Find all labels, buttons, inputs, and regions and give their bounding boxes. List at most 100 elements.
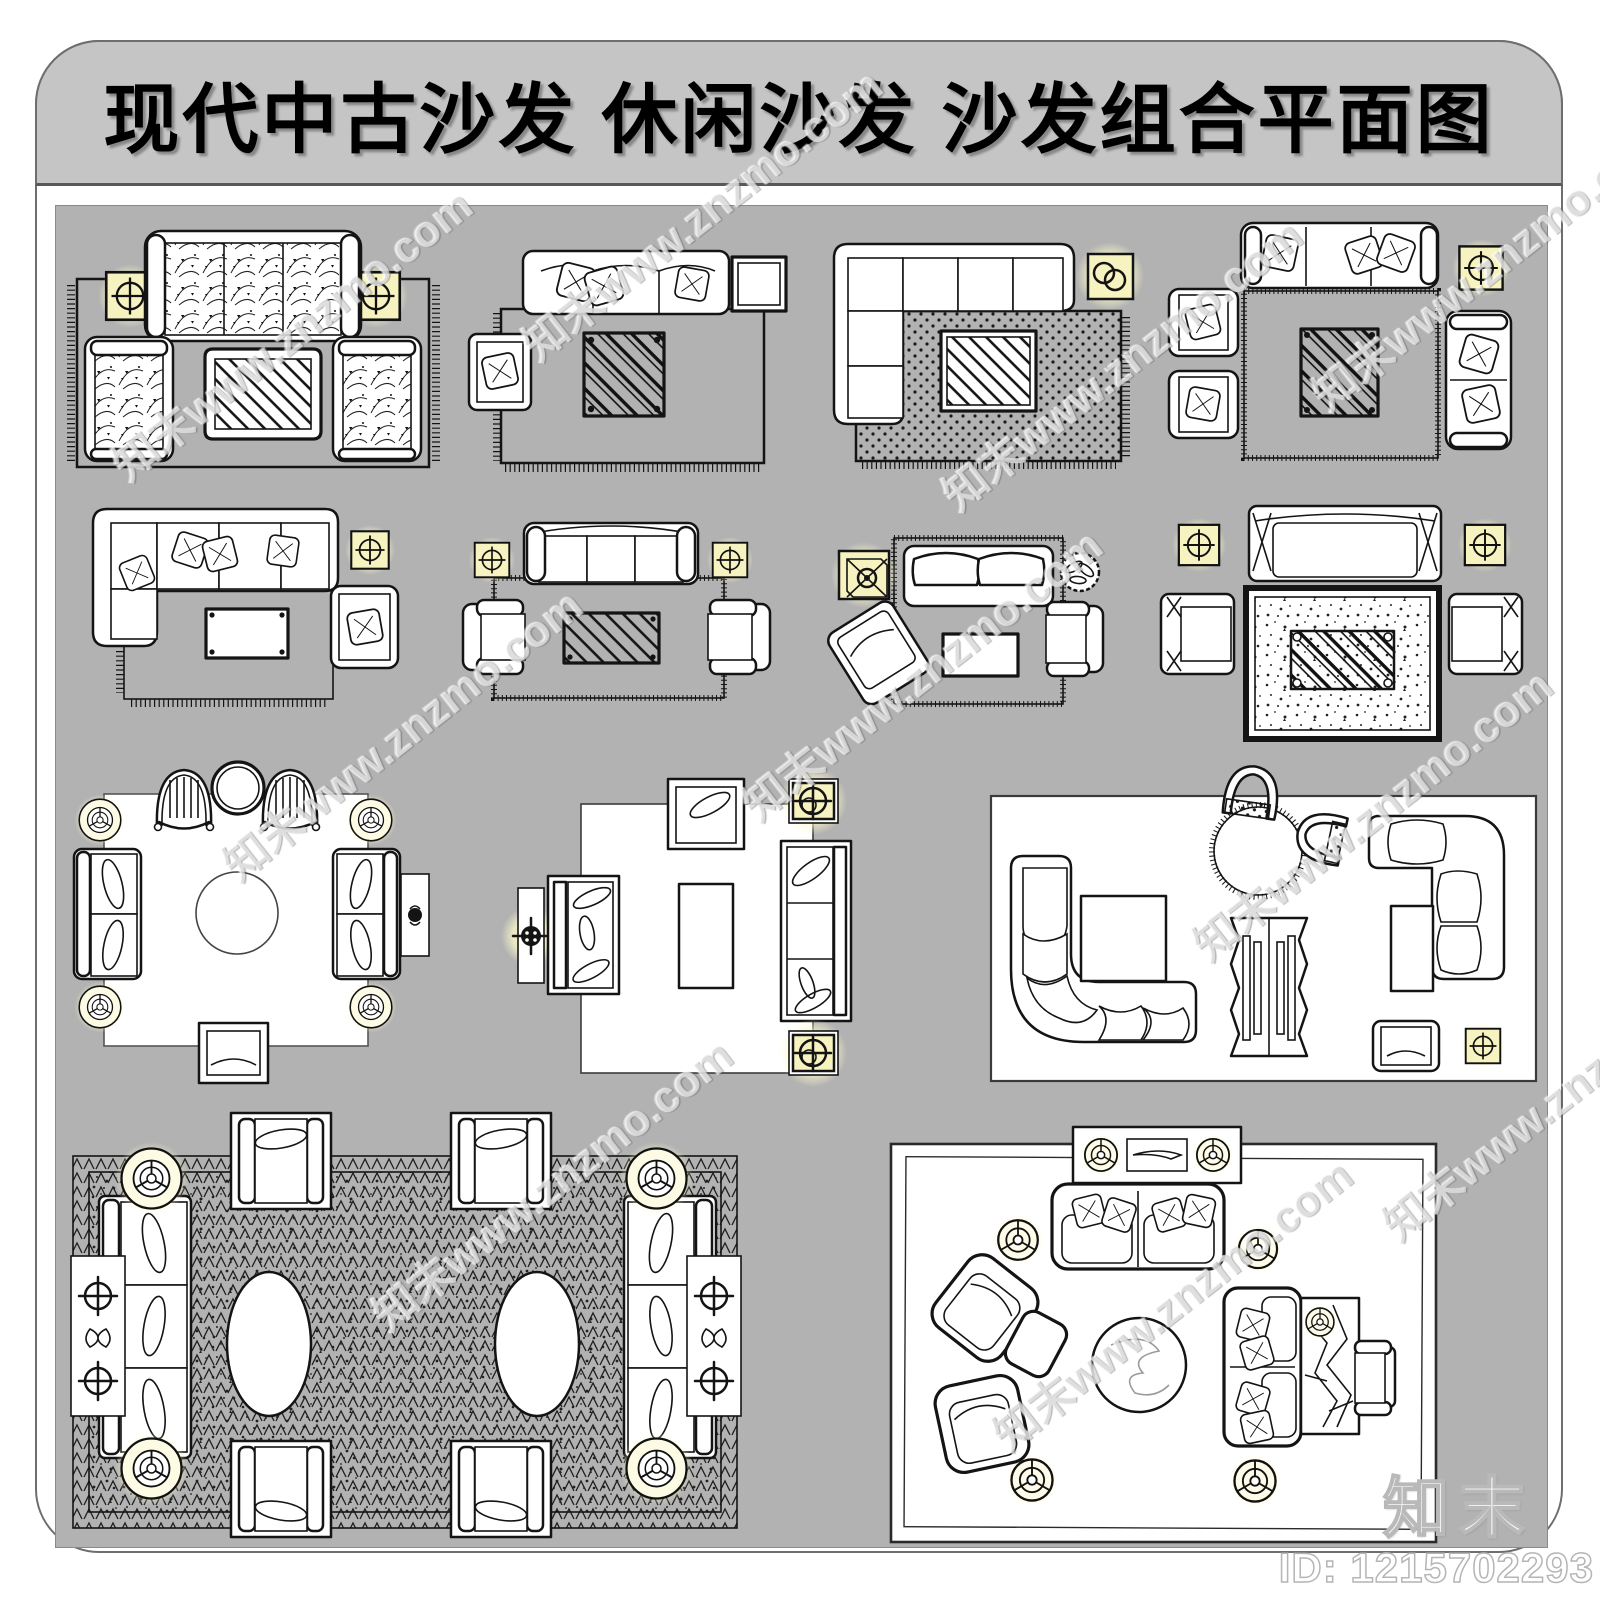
square-table [1079, 894, 1168, 983]
tv-console [1071, 1125, 1243, 1185]
armchair [1371, 1019, 1441, 1073]
plan-2-plaid-rug-set [453, 229, 813, 474]
plan-9-windsor-salon [71, 749, 461, 1094]
rug [1241, 288, 1441, 461]
corner-lamp [619, 1141, 694, 1216]
corner-lamp [345, 794, 397, 846]
lamp-table [344, 524, 396, 576]
armchair [1167, 369, 1240, 440]
coffee-table [677, 882, 735, 990]
windsor-chair [153, 768, 215, 832]
lamp-table [706, 536, 754, 584]
sofa [1247, 504, 1443, 583]
round-lamp [1227, 1453, 1283, 1509]
coffee-table [939, 329, 1038, 413]
console [400, 873, 430, 957]
plan-8-speckled-bordered-rug [1143, 499, 1558, 761]
title-bar: 现代中古沙发 休闲沙发 沙发组合平面图 [35, 40, 1563, 186]
lamp-table [1076, 242, 1144, 310]
coffee-table [582, 331, 666, 418]
round-table [210, 760, 266, 816]
armchair [83, 335, 175, 463]
loveseat [546, 874, 621, 996]
armchair [329, 584, 400, 670]
sofa [1239, 221, 1440, 290]
drawing-panel [55, 205, 1548, 1548]
coffee-table [562, 611, 661, 665]
slat-bench [1229, 916, 1309, 1058]
plan-13-media-lounge [881, 1119, 1456, 1549]
lamp-table [1451, 238, 1511, 298]
crackle-rug [1299, 1296, 1361, 1436]
loveseat [902, 544, 1055, 608]
corner-lamp [74, 794, 126, 846]
basket-chair [1221, 765, 1279, 821]
windsor-chair [259, 768, 321, 832]
side-table [1389, 904, 1435, 993]
loveseat [1444, 309, 1513, 451]
armchair [666, 777, 746, 851]
armchair [331, 335, 423, 463]
plan-1-floral-sofa-set [61, 223, 446, 473]
plan-11-curved-sectional-lounge [959, 756, 1544, 1086]
armchair [467, 332, 533, 412]
swivel-armchair [933, 1373, 1031, 1475]
l-sofa [1367, 814, 1506, 981]
sofa [72, 847, 143, 981]
lamp-table [831, 542, 897, 608]
asset-id-label: ID: 1215702293 [1278, 1543, 1594, 1592]
sofa [143, 229, 363, 343]
oval-table [225, 1270, 313, 1418]
accent-chair [229, 1111, 333, 1211]
plan-10-leaf-cushion-group [489, 753, 854, 1088]
coffee-table [1289, 629, 1396, 691]
poster-title: 现代中古沙发 休闲沙发 沙发组合平面图 [103, 77, 1495, 163]
lamp-table [1457, 517, 1513, 573]
center-table [195, 871, 279, 955]
armchair [461, 598, 526, 676]
curved-sectional [1009, 854, 1198, 1044]
side-loveseat [1222, 1286, 1303, 1448]
armchair [1447, 592, 1524, 676]
loveseat [1050, 1182, 1226, 1271]
sofa [331, 847, 402, 981]
plan-6-facing-armchairs [459, 516, 774, 721]
sofa [779, 839, 853, 1023]
accent-chair [449, 1439, 553, 1539]
plan-5-chaise-sectional [83, 501, 428, 741]
bench [197, 1021, 270, 1085]
basket-chair [1296, 813, 1349, 867]
round-lamp [991, 1213, 1045, 1267]
console-lamp-table [686, 1255, 742, 1417]
lamp-table [1459, 1022, 1507, 1070]
ottoman [1003, 1309, 1069, 1379]
armchair [1167, 287, 1240, 358]
corner-lamp [619, 1431, 694, 1506]
armchair [707, 598, 772, 676]
plan-4-sofa-armchairs-loveseat [1146, 213, 1558, 471]
sofa [522, 521, 700, 586]
corner-lamp [345, 981, 397, 1033]
lamp-table [779, 1019, 847, 1087]
swivel-armchair [930, 1253, 1040, 1363]
plan-12-grand-symmetric-hall [59, 1101, 759, 1549]
round-rug [1090, 1316, 1188, 1414]
armchair [827, 600, 930, 706]
plan-7-weave-rug-group [813, 521, 1113, 716]
wall-sconce [501, 887, 561, 984]
coffee-table [203, 347, 323, 441]
plan-3-sectional-dotted-rug [816, 233, 1146, 481]
sectional-sofa [91, 507, 340, 648]
corner-lamp [114, 1141, 189, 1216]
lamp-table [1171, 517, 1227, 573]
armchair [1159, 592, 1236, 676]
znzmo-logo: 知末 [1382, 1470, 1535, 1546]
side-table [730, 255, 788, 313]
coffee-table [204, 607, 290, 660]
coffee-table [1299, 327, 1380, 418]
corner-lamp [74, 981, 126, 1033]
corner-lamp [114, 1431, 189, 1506]
coffee-table [941, 632, 1020, 678]
plant [1059, 551, 1101, 593]
